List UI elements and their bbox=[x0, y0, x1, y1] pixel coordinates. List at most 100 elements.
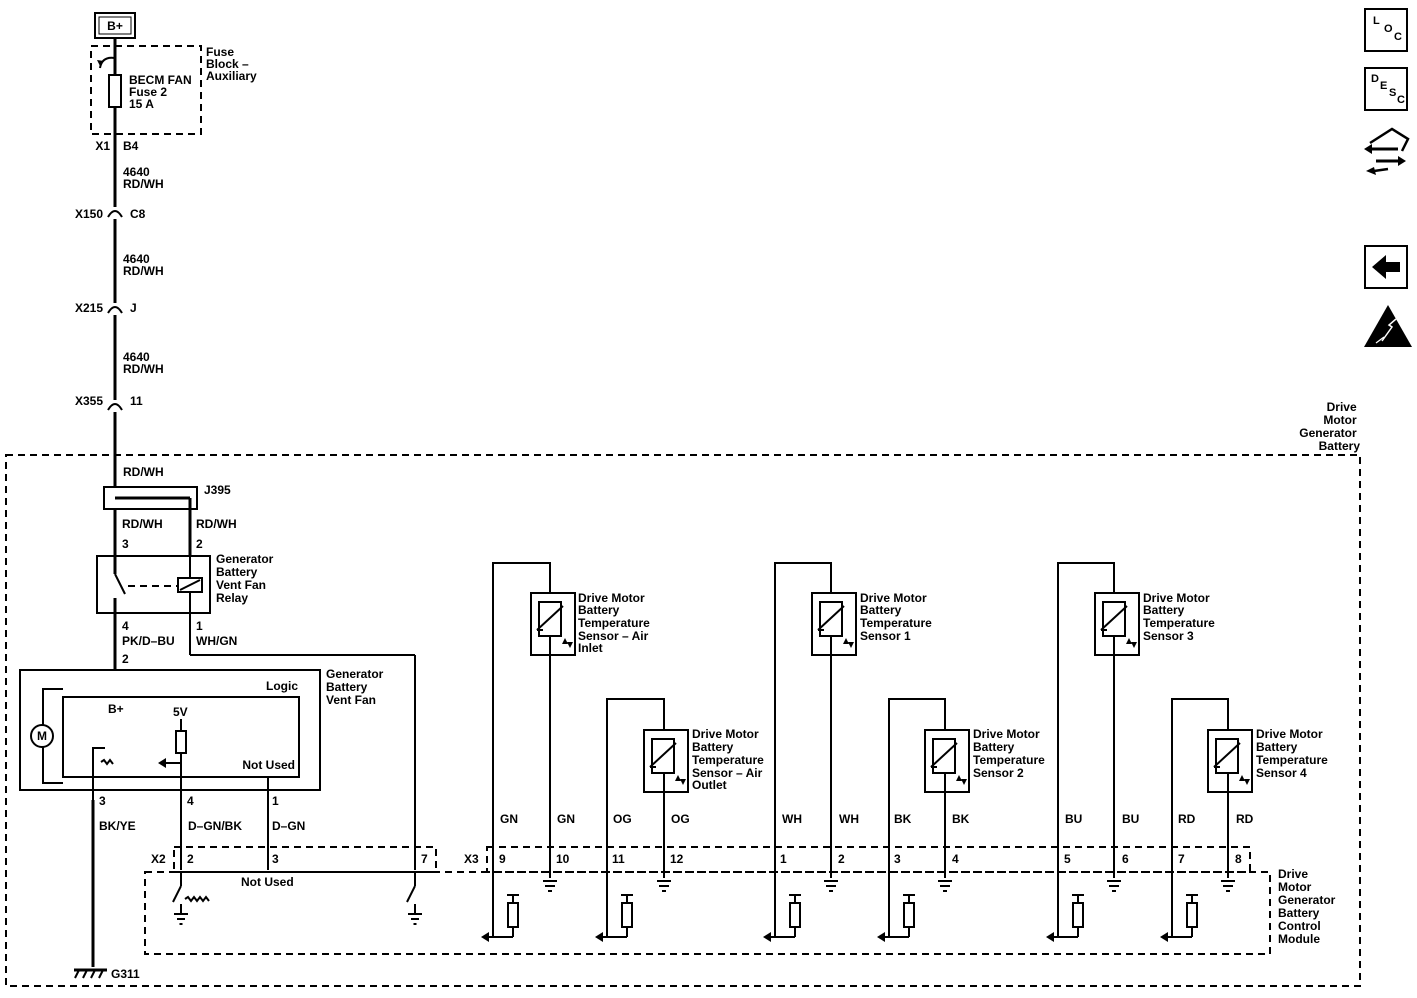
svg-text:4640: 4640 bbox=[123, 165, 150, 179]
temperature-sensor-air-inlet: Drive Motor Battery Temperature Sensor –… bbox=[492, 562, 653, 937]
svg-text:B4: B4 bbox=[123, 139, 139, 153]
wire-label-a: 4640 RD/WH bbox=[123, 165, 164, 191]
warning-triangle-icon[interactable] bbox=[1362, 303, 1414, 349]
module-internals bbox=[481, 880, 1235, 942]
svg-text:X2: X2 bbox=[151, 852, 166, 866]
svg-text:3: 3 bbox=[894, 852, 901, 866]
pull-up-resistor bbox=[1160, 894, 1198, 942]
svg-text:J395: J395 bbox=[204, 483, 231, 497]
svg-text:4640: 4640 bbox=[123, 252, 150, 266]
control-module-boundary: Drive Motor Generator Battery Control Mo… bbox=[144, 867, 1336, 955]
pull-up-resistor bbox=[763, 894, 801, 942]
connector-x215: X215 J bbox=[75, 301, 137, 315]
svg-text:BU: BU bbox=[1122, 812, 1139, 826]
svg-text:PK/D–BU: PK/D–BU bbox=[122, 634, 175, 648]
ground-g311: G311 bbox=[74, 800, 140, 981]
wire-label-c: 4640 RD/WH bbox=[123, 350, 164, 376]
svg-text:J: J bbox=[130, 301, 137, 315]
sensor-label: Drive Motor Battery Temperature Sensor 4 bbox=[1256, 727, 1331, 780]
side-toolbar: L O C D E S C bbox=[1360, 5, 1414, 355]
svg-text:7: 7 bbox=[1178, 852, 1185, 866]
svg-text:OG: OG bbox=[613, 812, 632, 826]
svg-text:X215: X215 bbox=[75, 301, 103, 315]
temperature-sensor-3: Drive Motor Battery Temperature Sensor 3… bbox=[1057, 562, 1218, 937]
fuse-block: Fuse Block – Auxiliary BECM FAN Fuse 2 1… bbox=[90, 45, 257, 135]
svg-text:2: 2 bbox=[187, 852, 194, 866]
svg-text:RD/WH: RD/WH bbox=[122, 517, 163, 531]
module-ground-symbol bbox=[938, 880, 952, 892]
svg-text:10: 10 bbox=[556, 852, 570, 866]
svg-text:WH: WH bbox=[839, 812, 859, 826]
connector-end-view-icon[interactable] bbox=[1362, 121, 1412, 179]
svg-text:D–GN/BK: D–GN/BK bbox=[188, 819, 242, 833]
connector-x1: X1 B4 bbox=[95, 139, 138, 153]
battery-title: Drive Motor Generator Battery bbox=[1299, 400, 1360, 453]
svg-text:Not Used: Not Used bbox=[241, 875, 294, 889]
svg-text:BU: BU bbox=[1065, 812, 1082, 826]
vent-fan-relay: 3 2 Generator Battery Vent Fan Relay 4 1… bbox=[96, 537, 416, 870]
svg-text:Logic: Logic bbox=[266, 679, 298, 693]
location-icon[interactable]: L O C bbox=[1364, 8, 1408, 52]
power-label: B+ bbox=[107, 19, 123, 33]
svg-text:3: 3 bbox=[272, 852, 279, 866]
svg-text:X3: X3 bbox=[464, 852, 479, 866]
power-source: B+ bbox=[94, 12, 136, 39]
back-arrow-icon[interactable] bbox=[1364, 245, 1408, 289]
svg-text:BK/YE: BK/YE bbox=[99, 819, 136, 833]
connector-x3: X3 bbox=[464, 846, 1251, 873]
svg-text:8: 8 bbox=[1235, 852, 1242, 866]
sensor-label: Drive Motor Battery Temperature Sensor 3 bbox=[1143, 591, 1218, 643]
svg-text:2: 2 bbox=[196, 537, 203, 551]
wire-label-b: 4640 RD/WH bbox=[123, 252, 164, 278]
svg-text:6: 6 bbox=[1122, 852, 1129, 866]
module-ground-symbol bbox=[1107, 880, 1121, 892]
svg-text:2: 2 bbox=[838, 852, 845, 866]
svg-text:RD/WH: RD/WH bbox=[123, 177, 164, 191]
svg-text:C8: C8 bbox=[130, 207, 146, 221]
svg-text:RD: RD bbox=[1236, 812, 1254, 826]
svg-text:1: 1 bbox=[780, 852, 787, 866]
description-icon[interactable]: D E S C bbox=[1364, 67, 1408, 111]
battery-boundary: Drive Motor Generator Battery bbox=[5, 400, 1361, 987]
temperature-sensor-1: Drive Motor Battery Temperature Sensor 1… bbox=[774, 562, 935, 937]
svg-text:RD/WH: RD/WH bbox=[123, 264, 164, 278]
module-ground-symbol bbox=[657, 880, 671, 892]
svg-text:RD/WH: RD/WH bbox=[196, 517, 237, 531]
svg-text:Not Used: Not Used bbox=[242, 758, 295, 772]
connector-x2: X2 2 3 7 Not Used bbox=[151, 846, 437, 925]
pull-up-resistor bbox=[481, 894, 519, 942]
svg-text:G311: G311 bbox=[111, 967, 140, 981]
svg-text:OG: OG bbox=[671, 812, 690, 826]
svg-text:BK: BK bbox=[894, 812, 912, 826]
pull-up-resistor bbox=[595, 894, 633, 942]
svg-text:RD: RD bbox=[1178, 812, 1196, 826]
relay-title: Generator Battery Vent Fan Relay bbox=[216, 552, 277, 605]
motor-symbol: M bbox=[37, 729, 47, 743]
svg-text:4: 4 bbox=[187, 794, 194, 808]
svg-text:3: 3 bbox=[99, 794, 106, 808]
svg-text:5V: 5V bbox=[173, 705, 188, 719]
fuse-block-title: Fuse Block – Auxiliary bbox=[206, 45, 257, 83]
svg-text:1: 1 bbox=[196, 619, 203, 633]
svg-text:X355: X355 bbox=[75, 394, 103, 408]
svg-text:GN: GN bbox=[557, 812, 575, 826]
svg-text:WH/GN: WH/GN bbox=[196, 634, 237, 648]
svg-text:X1: X1 bbox=[95, 139, 110, 153]
temperature-sensor-2: Drive Motor Battery Temperature Sensor 2… bbox=[888, 698, 1045, 937]
module-ground-symbol bbox=[824, 880, 838, 892]
svg-text:3: 3 bbox=[122, 537, 129, 551]
sensor-label: Drive Motor Battery Temperature Sensor –… bbox=[578, 591, 653, 655]
wire-label-d: RD/WH bbox=[123, 465, 164, 479]
sensor-label: Drive Motor Battery Temperature Sensor 1 bbox=[860, 591, 935, 643]
svg-text:RD/WH: RD/WH bbox=[123, 362, 164, 376]
module-ground-symbol bbox=[1221, 880, 1235, 892]
svg-text:GN: GN bbox=[500, 812, 518, 826]
svg-text:2: 2 bbox=[122, 652, 129, 666]
svg-text:7: 7 bbox=[421, 852, 428, 866]
connector-x150: X150 C8 bbox=[75, 207, 146, 221]
svg-text:9: 9 bbox=[499, 852, 506, 866]
svg-text:4: 4 bbox=[122, 619, 129, 633]
temperature-sensor-4: Drive Motor Battery Temperature Sensor 4… bbox=[1171, 698, 1331, 937]
svg-text:X150: X150 bbox=[75, 207, 103, 221]
